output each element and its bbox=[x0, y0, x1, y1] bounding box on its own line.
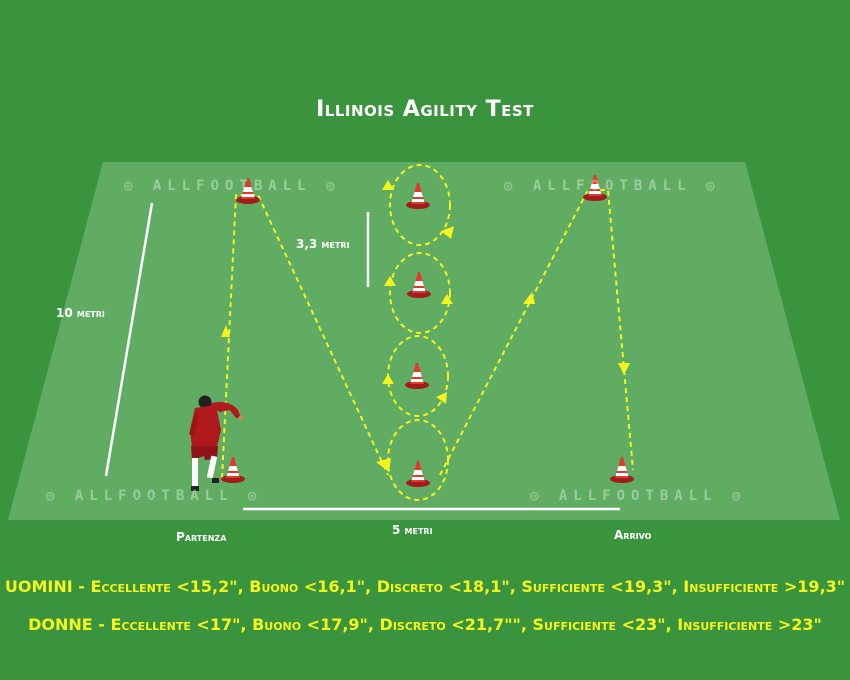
direction-arrows bbox=[221, 180, 630, 472]
page-title: Illinois Agility Test bbox=[316, 97, 534, 122]
path-start-leg bbox=[221, 194, 389, 479]
five-meter-label: 5 metri bbox=[392, 523, 433, 537]
running-path bbox=[221, 164, 634, 501]
watermark: ◎ ALLFOOTBALL ◎ bbox=[124, 178, 341, 194]
path-finish-leg bbox=[439, 189, 634, 476]
ten-meter-label: 10 metri bbox=[56, 306, 105, 320]
direction-arrow-icon bbox=[221, 325, 230, 337]
direction-arrow-icon bbox=[376, 458, 391, 472]
ten-meter-line bbox=[104, 202, 154, 477]
direction-arrow-icon bbox=[382, 374, 394, 384]
direction-arrow-icon bbox=[384, 276, 396, 286]
direction-arrow-icon bbox=[441, 294, 453, 304]
loop-1 bbox=[389, 164, 451, 246]
direction-arrow-icon bbox=[523, 292, 535, 304]
field bbox=[8, 162, 840, 520]
men-results: UOMINI - Eccellente <15,2", Buono <16,1"… bbox=[4, 577, 846, 596]
direction-arrow-icon bbox=[436, 392, 447, 404]
loop-2 bbox=[389, 252, 451, 334]
watermark: ◎ ALLFOOTBALL ◎ bbox=[46, 488, 263, 504]
direction-arrow-icon bbox=[382, 180, 394, 190]
women-results: DONNE - Eccellente <17", Buono <17,9", D… bbox=[28, 615, 822, 634]
direction-arrow-icon bbox=[618, 363, 630, 375]
finish-label: Arrivo bbox=[614, 528, 652, 542]
start-label: Partenza bbox=[176, 530, 227, 544]
three-meter-label: 3,3 metri bbox=[296, 237, 350, 251]
watermark: ◎ ALLFOOTBALL ◎ bbox=[530, 488, 747, 504]
player-figure bbox=[189, 395, 244, 491]
direction-arrow-icon bbox=[441, 226, 454, 239]
watermark: ◎ ALLFOOTBALL ◎ bbox=[504, 178, 721, 194]
